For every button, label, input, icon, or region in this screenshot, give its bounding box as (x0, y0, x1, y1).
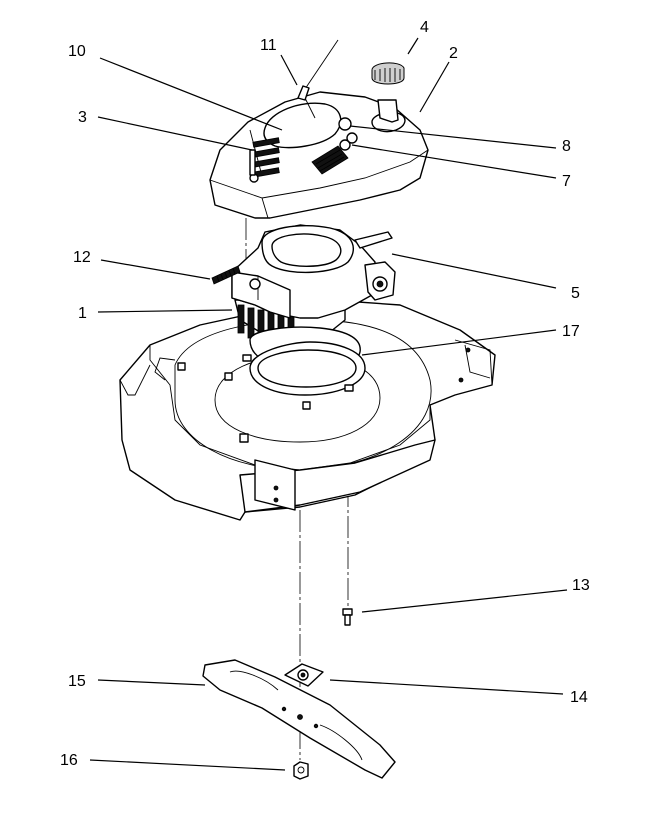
callout-14: 14 (570, 689, 588, 706)
leader-5 (391, 253, 557, 289)
blade-nut (293, 761, 309, 780)
leader-14 (329, 679, 564, 695)
callout-10: 10 (68, 43, 86, 60)
gasket-ring (242, 341, 366, 396)
callout-labels: 1 2 3 4 5 7 8 10 11 12 13 14 15 16 17 (60, 19, 590, 769)
callout-12: 12 (73, 249, 91, 266)
leader-lines (89, 37, 568, 771)
callout-15: 15 (68, 673, 86, 690)
blade-bolt (342, 608, 353, 626)
leader-11 (280, 54, 298, 86)
leader-16 (89, 759, 286, 771)
callout-2: 2 (449, 45, 458, 62)
callout-13: 13 (572, 577, 590, 594)
callout-7: 7 (562, 173, 571, 190)
callout-3: 3 (78, 109, 87, 126)
mower-deck (119, 299, 496, 521)
leader-15 (97, 679, 206, 686)
callout-16: 16 (60, 752, 78, 769)
leader-3 (97, 116, 253, 151)
spring (211, 265, 241, 285)
leader-8 (349, 125, 557, 149)
leader-2 (419, 61, 450, 113)
callout-11: 11 (260, 37, 277, 54)
leader-12 (100, 259, 211, 280)
starter-handle (297, 39, 339, 101)
callout-17: 17 (562, 323, 580, 340)
cutter-blade (202, 659, 396, 779)
callout-8: 8 (562, 138, 571, 155)
leader-10 (99, 57, 283, 131)
callout-4: 4 (420, 19, 429, 36)
leader-7 (351, 144, 557, 179)
leader-13 (361, 589, 568, 613)
leader-17 (361, 329, 557, 356)
fuel-cap (371, 62, 405, 123)
leader-4 (407, 37, 419, 55)
leader-1 (97, 309, 233, 313)
callout-5: 5 (571, 285, 580, 302)
blade-adapter (284, 663, 324, 687)
callout-1: 1 (78, 305, 87, 322)
